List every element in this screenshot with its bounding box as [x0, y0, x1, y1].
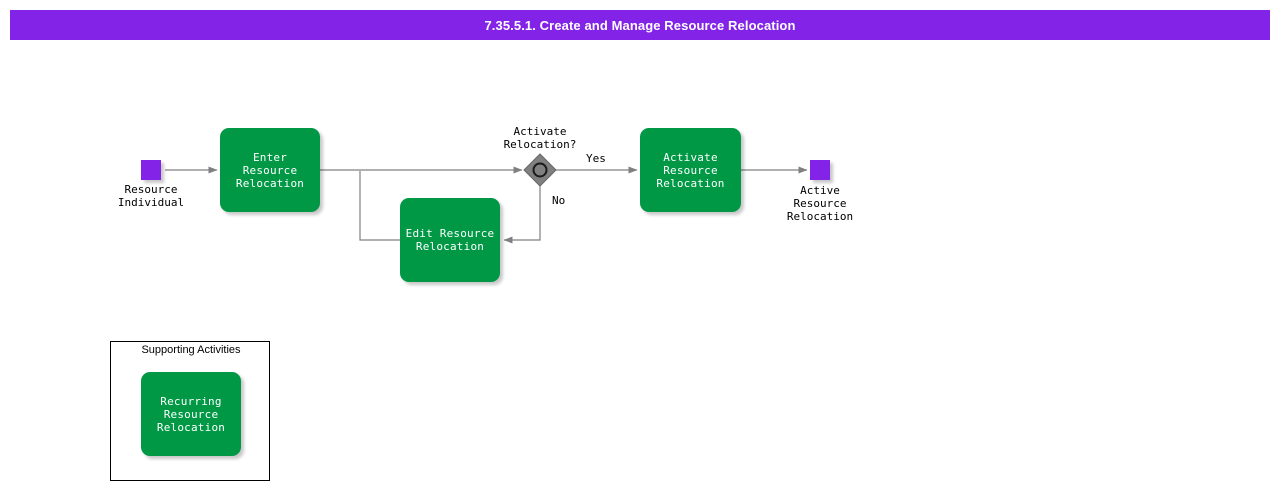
- page-title: 7.35.5.1. Create and Manage Resource Rel…: [484, 17, 796, 33]
- task-edit-resource-relocation-label: Edit Resource Relocation: [405, 227, 495, 253]
- task-activate-resource-relocation[interactable]: Activate Resource Relocation: [640, 128, 741, 212]
- flow-label-no: No: [552, 194, 566, 207]
- task-recurring-resource-relocation[interactable]: Recurring Resource Relocation: [141, 372, 241, 456]
- end-event-active-resource-relocation[interactable]: [810, 160, 830, 180]
- flow-no-to-edit: [503, 186, 541, 244]
- task-edit-resource-relocation[interactable]: Edit Resource Relocation: [400, 198, 500, 282]
- start-event-label: Resource Individual: [117, 183, 185, 209]
- task-recurring-resource-relocation-label: Recurring Resource Relocation: [156, 394, 226, 434]
- gateway-shape[interactable]: [523, 153, 557, 187]
- page-title-bar: 7.35.5.1. Create and Manage Resource Rel…: [10, 10, 1270, 40]
- gateway-label: Activate Relocation?: [503, 125, 577, 151]
- supporting-activities-title: Supporting Activities: [141, 344, 241, 356]
- task-enter-resource-relocation-label: Enter Resource Relocation: [235, 150, 305, 190]
- task-enter-resource-relocation[interactable]: Enter Resource Relocation: [220, 128, 320, 212]
- supporting-activities-group: Supporting Activities Recurring Resource…: [110, 341, 270, 481]
- flow-loop-to-edit: [359, 171, 400, 241]
- flow-label-yes: Yes: [586, 152, 606, 165]
- end-event-label: Active Resource Relocation: [786, 184, 854, 223]
- start-event-resource-individual[interactable]: [141, 160, 161, 180]
- task-activate-resource-relocation-label: Activate Resource Relocation: [656, 150, 725, 190]
